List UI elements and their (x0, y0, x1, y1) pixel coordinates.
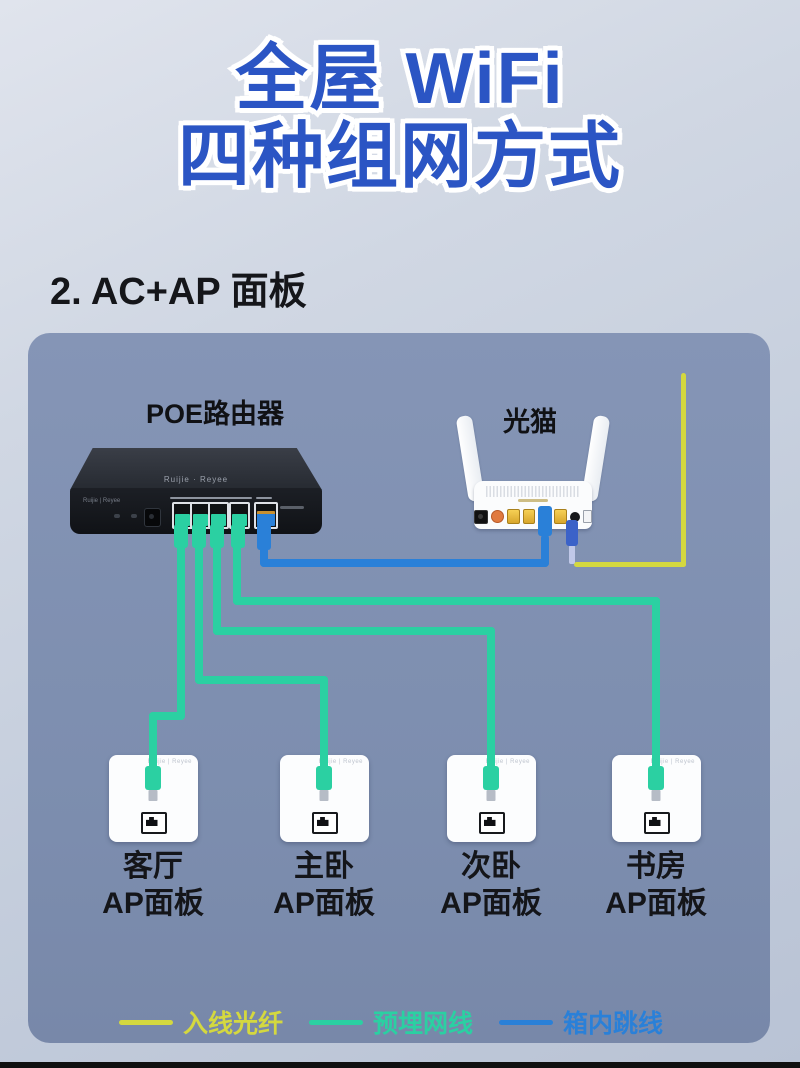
title-line-1-outline: 全屋 WiFi (231, 36, 567, 123)
ap4-type: AP面板 (605, 887, 707, 921)
ap4-label: 书房 AP面板 (576, 848, 736, 922)
lan3-seg-1 (213, 540, 221, 635)
legend-fiber-line (118, 1019, 173, 1025)
lan4-plug (231, 524, 245, 548)
rj45-jack-icon (643, 812, 670, 834)
wan-cable-plug-router (257, 524, 271, 550)
ap-panel-brand: Ruijie | Reyee (318, 759, 363, 765)
wan-cable-seg-2 (260, 559, 549, 567)
lan1-plug-inside (175, 514, 190, 526)
router-wan-port-label-bar (256, 497, 272, 499)
ap-panel-brand: Ruijie | Reyee (485, 759, 530, 765)
lan1-seg-1 (177, 540, 185, 720)
lan1-plug (174, 524, 188, 548)
lan2-seg-3 (320, 676, 328, 772)
lan3-plug (210, 524, 224, 548)
router-lan-ports-label-bar (170, 497, 252, 499)
ap4-connector-pin (651, 790, 661, 801)
router-dc-power-port (144, 508, 161, 527)
lan3-plug-inside (211, 514, 226, 526)
lan4-seg-3 (652, 597, 660, 772)
title-line-2-text: 四种组网方式 (177, 117, 622, 197)
ap3-connector-pin (486, 790, 496, 801)
ap2-type: AP面板 (273, 887, 375, 921)
router-top-face (70, 448, 322, 490)
bottom-edge-bar (0, 1062, 800, 1068)
ap3-label: 次卧 AP面板 (411, 848, 571, 922)
wan-cable-seg-3 (541, 534, 549, 567)
lan2-plug-inside (193, 514, 208, 526)
ap4-connector (648, 766, 664, 801)
ap2-connector (316, 766, 332, 801)
modem-eth-port-2 (522, 509, 536, 524)
modem-label: 光猫 (503, 407, 557, 437)
modem-reset-button (490, 510, 504, 523)
legend-lan-label: 预埋网线 (372, 1010, 473, 1038)
router-brand-text: Ruijie · Reyee (163, 475, 229, 484)
router-side-brand-text: Ruijie | Reyee (83, 498, 121, 504)
lan3-seg-2 (213, 627, 495, 635)
ap4-room: 书房 (626, 850, 686, 883)
router-model-text-bar (280, 506, 304, 509)
lan2-seg-2 (195, 676, 328, 684)
ap2-room: 主卧 (294, 850, 354, 883)
wan-cable-seg-1 (260, 546, 268, 567)
legend-fiber-label: 入线光纤 (182, 1010, 283, 1038)
page-title: 全屋 WiFi 全屋 WiFi 四种组网方式 四种组网方式 (0, 36, 800, 201)
poe-router: Ruijie · Reyee Ruijie | Reyee (70, 448, 322, 534)
ap1-label: 客厅 AP面板 (73, 848, 233, 922)
ap3-type: AP面板 (440, 887, 542, 921)
router-lan-port-4 (229, 502, 250, 529)
lan2-seg-1 (195, 540, 203, 684)
ap1-connector-pin (148, 790, 158, 801)
title-line-1-text: 全屋 WiFi (235, 39, 565, 119)
ap-panel-brand: Ruijie | Reyee (147, 759, 192, 765)
modem-brand-mark (518, 499, 548, 502)
rj45-jack-icon (311, 812, 338, 834)
modem-fiber-port (570, 511, 581, 522)
modem-eth-port-4 (554, 509, 568, 524)
ap-panel-brand: Ruijie | Reyee (650, 759, 695, 765)
title-line-2-outline: 四种组网方式 (173, 114, 624, 201)
router-reset-button (114, 514, 120, 518)
lan2-plug (192, 524, 206, 548)
wan-plug-inside (257, 511, 275, 526)
router-label: POE路由器 (145, 399, 285, 429)
ap3-room: 次卧 (461, 850, 521, 883)
lan4-plug-inside (232, 514, 247, 526)
fiber-sc-connector (566, 520, 578, 546)
ap2-connector-pin (319, 790, 329, 801)
title-line-2: 四种组网方式 四种组网方式 (0, 114, 800, 201)
fiber-cable-vertical (681, 373, 686, 567)
modem-usb-port (583, 510, 593, 523)
modem-eth-port-1 (506, 509, 520, 524)
lan3-seg-3 (487, 627, 495, 772)
fiber-cable-horizontal (574, 562, 686, 567)
rj45-jack-icon (478, 812, 505, 834)
section-heading: 2. AC+AP 面板 (50, 271, 307, 313)
modem-power-port (473, 509, 488, 524)
fiber-connector-ferrule (569, 545, 575, 564)
title-line-1: 全屋 WiFi 全屋 WiFi (0, 36, 800, 123)
ap1-connector (145, 766, 161, 801)
legend-lan-line (308, 1019, 363, 1025)
legend-jumper-label: 箱内跳线 (563, 1010, 664, 1038)
lan4-seg-1 (233, 540, 241, 605)
legend: 入线光纤 预埋网线 箱内跳线 (28, 1004, 770, 1040)
lan1-seg-2 (149, 712, 185, 720)
lan1-seg-3 (149, 712, 157, 774)
modem-vent-grille (486, 486, 580, 497)
legend-jumper-line (499, 1019, 553, 1025)
ap2-label: 主卧 AP面板 (244, 848, 404, 922)
lan4-seg-2 (233, 597, 660, 605)
router-mode-button (131, 514, 137, 518)
ap1-room: 客厅 (123, 850, 183, 883)
ap1-type: AP面板 (102, 887, 204, 921)
wan-cable-plug-modem (538, 506, 552, 536)
ap3-connector (483, 766, 499, 801)
rj45-jack-icon (140, 812, 167, 834)
